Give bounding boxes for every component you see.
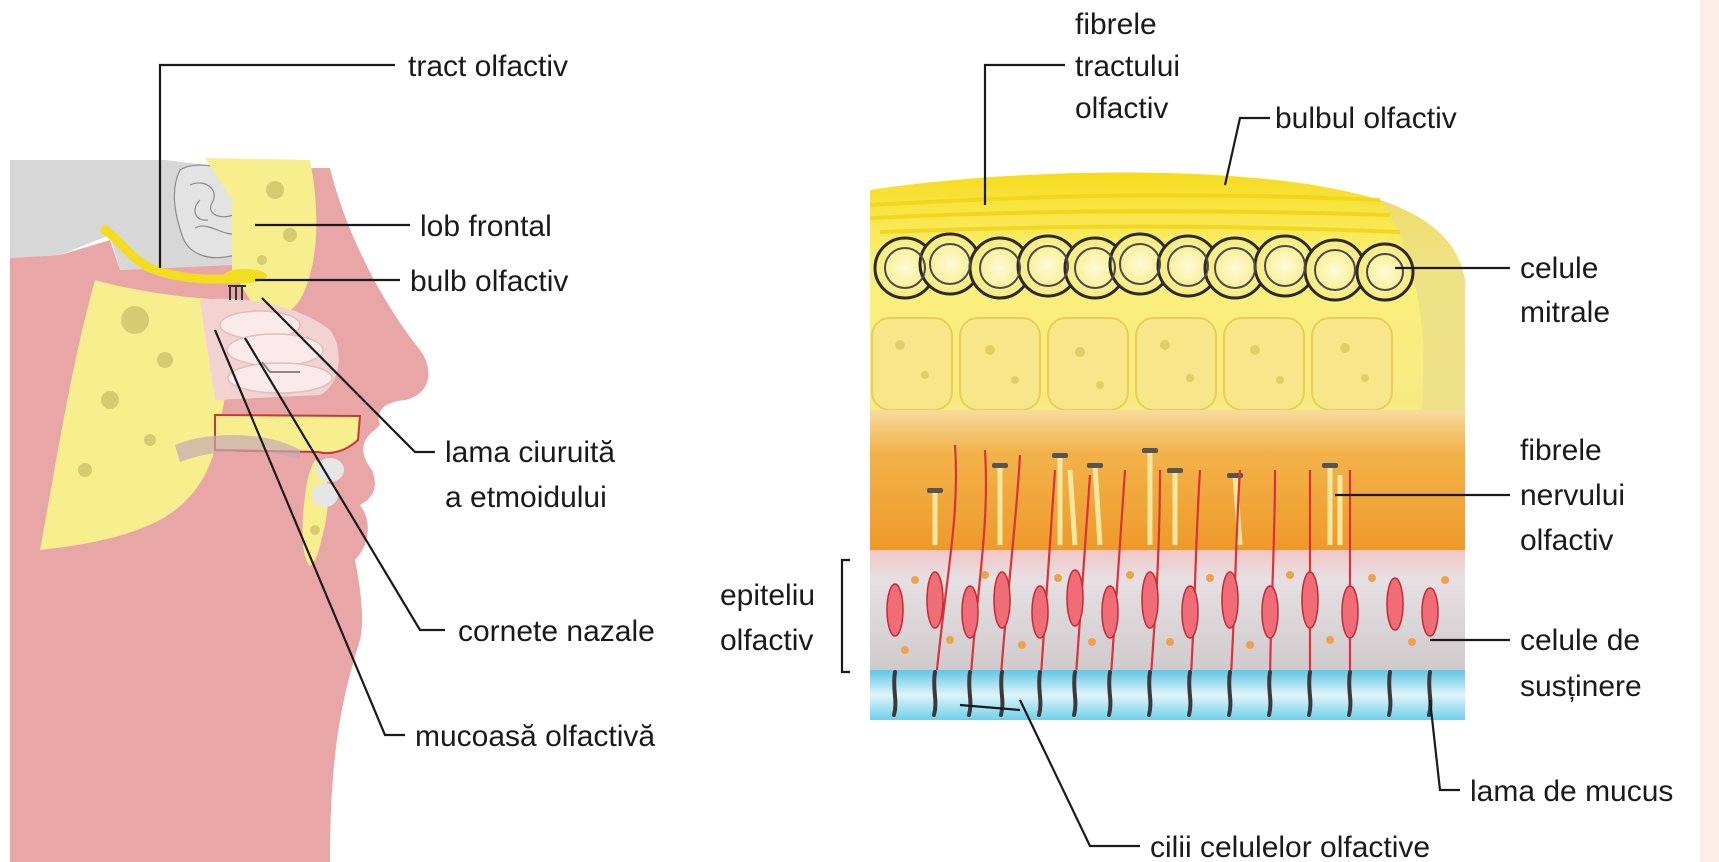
label-tract-olfactiv: tract olfactiv (408, 50, 568, 83)
label-fibrele-nervului-1: fibrele (1520, 434, 1602, 467)
epithelium-detail (870, 173, 1465, 721)
label-lob-frontal: lob frontal (420, 210, 552, 243)
label-bulb-olfactiv: bulb olfactiv (410, 265, 568, 298)
edge-strip (1700, 0, 1719, 862)
label-fibrele-nervului-2: nervului (1520, 479, 1625, 512)
label-fibrele-tractului-1: fibrele (1075, 8, 1157, 41)
label-epiteliu-2: olfactiv (720, 624, 813, 657)
label-lama-mucus: lama de mucus (1470, 775, 1673, 808)
label-bulbul-olfactiv: bulbul olfactiv (1275, 102, 1457, 135)
left-labels: tract olfactiv lob frontal bulb olfactiv… (408, 50, 655, 753)
label-fibrele-tractului-3: olfactiv (1075, 92, 1168, 125)
head-cross-section (10, 158, 428, 862)
label-epiteliu-1: epiteliu (720, 579, 815, 612)
label-lama-ciuruita-2: a etmoidului (445, 481, 607, 514)
label-lama-ciuruita-1: lama ciuruită (445, 436, 615, 469)
epithelium-bracket (842, 560, 850, 672)
label-celule-mitrale-1: celule (1520, 252, 1598, 285)
label-mucoasa-olfactiva: mucoasă olfactivă (415, 720, 655, 753)
mucus-layer (870, 670, 1465, 720)
orange-layer (870, 410, 1465, 550)
label-cilii: cilii celulelor olfactive (1150, 831, 1430, 862)
label-cornete-nazale: cornete nazale (458, 615, 655, 648)
label-celule-sustinere-1: celule de (1520, 624, 1640, 657)
label-fibrele-nervului-3: olfactiv (1520, 524, 1613, 557)
label-celule-mitrale-2: mitrale (1520, 296, 1610, 329)
label-fibrele-tractului-2: tractului (1075, 50, 1180, 83)
epithelium-layer (870, 550, 1465, 670)
label-celule-sustinere-2: susținere (1520, 670, 1642, 703)
